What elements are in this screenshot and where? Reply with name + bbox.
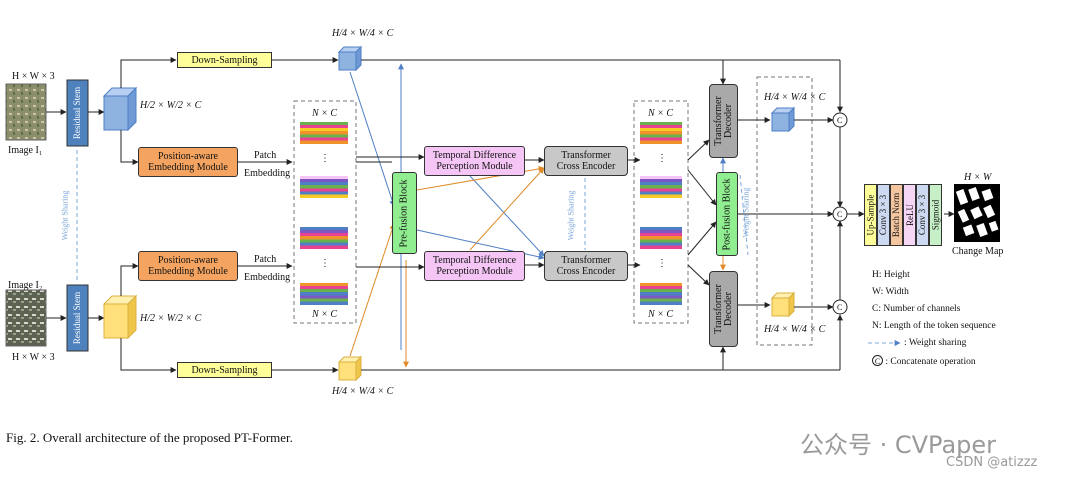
head-upsample: Up-Sample — [864, 184, 877, 246]
legend-concat-text: : Concatenate operation — [885, 357, 976, 367]
tce-top-line1: Transformer — [561, 150, 611, 161]
decoder-bottom-line2: Decoder — [722, 292, 734, 326]
token-stack-1 — [300, 122, 348, 144]
feature-cube-quarter-bottom — [337, 355, 363, 382]
image-2-label: Image I₂ — [8, 280, 43, 291]
head-sigmoid: Sigmoid — [929, 184, 942, 246]
tdp-bottom-line2: Perception Module — [436, 266, 513, 277]
output-dims: H × W — [964, 172, 992, 183]
watermark-line1: 公众号 · CVPaper — [800, 431, 997, 459]
head-relu: ReLU — [903, 184, 916, 246]
embedding-label-bottom: Embedding — [244, 272, 291, 283]
concat-top-label: C — [837, 116, 843, 125]
decoded-cube-bottom — [770, 291, 796, 318]
watermark-line2: CSDN @atizzz — [946, 455, 1038, 470]
embedding-label-top: Embedding — [244, 168, 291, 179]
embedding-module-bottom-line2: Embedding Module — [148, 266, 228, 277]
head-batchnorm: Batch Norm — [890, 184, 903, 246]
residual-stem-bottom-label: Residual Stem — [72, 291, 83, 345]
token-stack-5 — [640, 122, 682, 144]
tce-top: Transformer Cross Encoder — [544, 146, 628, 176]
dims-half-bottom: H/2 × W/2 × C — [140, 313, 202, 324]
residual-stem-top-label: Residual Stem — [72, 86, 83, 140]
tce-bottom: Transformer Cross Encoder — [544, 251, 628, 281]
token-sequence-box-right — [633, 100, 689, 324]
postfusion-weight-sharing-label: Weight Sharing — [741, 187, 751, 237]
embedding-module-bottom: Position-aware Embedding Module — [138, 251, 238, 281]
token-stack-4 — [300, 283, 348, 305]
head-conv1: Conv 3 × 3 — [877, 184, 890, 246]
dims-half-top: H/2 × W/2 × C — [140, 100, 202, 111]
token-dims-left-bottom: N × C — [312, 309, 338, 320]
downsampling-bottom: Down-Sampling — [177, 362, 272, 378]
concat-middle-label: C — [837, 210, 843, 219]
figure-caption: Fig. 2. Overall architecture of the prop… — [6, 430, 293, 445]
tdp-bottom-line1: Temporal Difference — [432, 255, 517, 266]
embedding-module-top: Position-aware Embedding Module — [138, 147, 238, 177]
feature-cube-half-bottom — [102, 294, 138, 340]
token-stack-2 — [300, 176, 348, 198]
tce-weight-sharing-label: Weight Sharing — [566, 190, 576, 240]
legend-height: H: Height — [872, 270, 910, 280]
decoder-top-line2: Decoder — [722, 104, 734, 138]
residual-stem-top — [66, 79, 89, 147]
legend-width: W: Width — [872, 287, 909, 297]
tdp-module-bottom: Temporal Difference Perception Module — [424, 251, 525, 281]
decoded-cube-top — [770, 106, 796, 133]
token-dots-2: ⋮ — [320, 258, 330, 269]
input-dims-bottom: H × W × 3 — [12, 352, 55, 363]
legend-tokens: N: Length of the token sequence — [872, 321, 996, 331]
token-dots-3: ⋮ — [657, 153, 667, 164]
tce-bottom-line1: Transformer — [561, 255, 611, 266]
image-1 — [5, 83, 47, 141]
change-map-label: Change Map — [952, 246, 1004, 257]
change-map — [954, 184, 1000, 242]
dims-decoded-bottom: H/4 × W/4 × C — [764, 324, 826, 335]
downsampling-top: Down-Sampling — [177, 52, 272, 68]
legend-weight-sharing: : Weight sharing — [904, 338, 967, 348]
head-conv2: Conv 3 × 3 — [916, 184, 929, 246]
legend-concat: C : Concatenate operation — [872, 355, 976, 367]
prefusion-block: Pre-fusion Block — [392, 172, 417, 254]
tce-top-line2: Cross Encoder — [556, 161, 616, 172]
input-dims-top: H × W × 3 — [12, 71, 55, 82]
token-dots-1: ⋮ — [320, 153, 330, 164]
token-stack-3 — [300, 227, 348, 249]
postfusion-block: Post-fusion Block — [716, 172, 738, 256]
patch-label-top: Patch — [254, 150, 277, 161]
weight-sharing-stem-label: Weight Sharing — [60, 190, 70, 240]
embedding-module-top-line2: Embedding Module — [148, 162, 228, 173]
concat-bottom-label: C — [837, 303, 843, 312]
image-2 — [5, 289, 47, 347]
embedding-module-bottom-line1: Position-aware — [158, 255, 218, 266]
tdp-top-line2: Perception Module — [436, 161, 513, 172]
patch-label-bottom: Patch — [254, 254, 277, 265]
tce-bottom-line2: Cross Encoder — [556, 266, 616, 277]
tdp-top-line1: Temporal Difference — [432, 150, 517, 161]
image-1-label: Image I₁ — [8, 145, 43, 156]
feature-cube-half-top — [102, 86, 138, 132]
token-dims-right-top: N × C — [648, 108, 674, 119]
token-sequence-box-left — [293, 100, 357, 324]
token-dims-left-top: N × C — [312, 108, 338, 119]
dims-quarter-bottom: H/4 × W/4 × C — [332, 386, 394, 397]
token-stack-8 — [640, 283, 682, 305]
legend-concat-icon: C — [872, 355, 883, 366]
decoder-output-box — [756, 76, 813, 346]
token-dims-right-bottom: N × C — [648, 309, 674, 320]
tdp-module-top: Temporal Difference Perception Module — [424, 146, 525, 176]
legend-channels: C: Number of channels — [872, 304, 961, 314]
dims-quarter-top: H/4 × W/4 × C — [332, 28, 394, 39]
token-dots-4: ⋮ — [657, 258, 667, 269]
feature-cube-quarter-top — [337, 45, 363, 72]
token-stack-6 — [640, 176, 682, 198]
dims-decoded-top: H/4 × W/4 × C — [764, 92, 826, 103]
token-stack-7 — [640, 227, 682, 249]
embedding-module-top-line1: Position-aware — [158, 151, 218, 162]
